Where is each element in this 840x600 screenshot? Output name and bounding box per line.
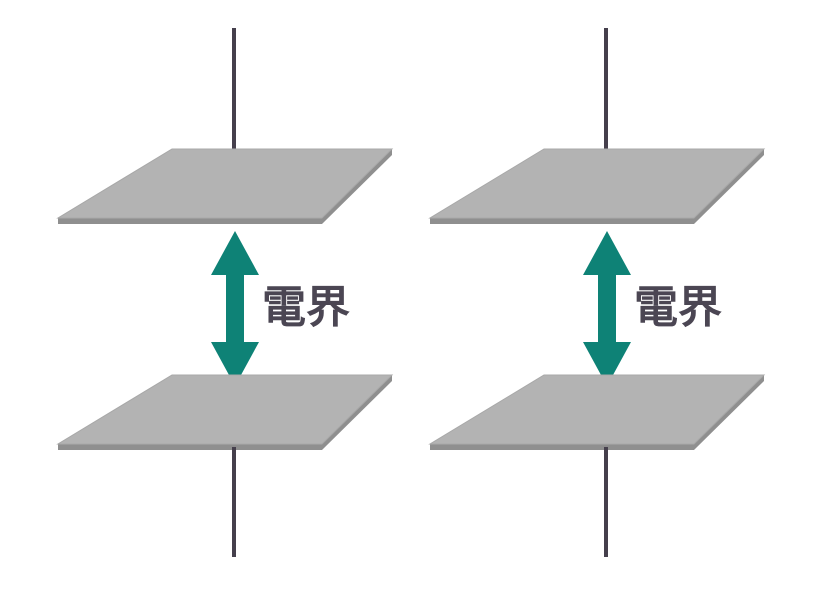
bottom-plate-face [428, 374, 766, 445]
bottom-plate-side-right [322, 375, 392, 450]
top-plate-side-left [58, 218, 322, 224]
top-plate-right [428, 148, 766, 224]
bottom-plate-side-right [694, 375, 764, 450]
field-label-right: 電界 [634, 282, 722, 333]
capacitor-group-left [56, 28, 394, 557]
field-arrow-right [583, 231, 631, 386]
capacitor-group-right [428, 28, 766, 557]
field-arrow-left [211, 231, 259, 386]
bottom-plate-side-left [58, 444, 322, 450]
top-plate-face [56, 148, 394, 219]
bottom-plate-right [428, 374, 766, 450]
top-plate-side-right [322, 149, 392, 224]
top-plate-side-right [694, 149, 764, 224]
top-plate-face [428, 148, 766, 219]
field-label-left: 電界 [262, 282, 350, 333]
bottom-plate-side-left [430, 444, 694, 450]
top-plate-side-left [430, 218, 694, 224]
bottom-plate-left [56, 374, 394, 450]
bottom-plate-face [56, 374, 394, 445]
top-plate-left [56, 148, 394, 224]
